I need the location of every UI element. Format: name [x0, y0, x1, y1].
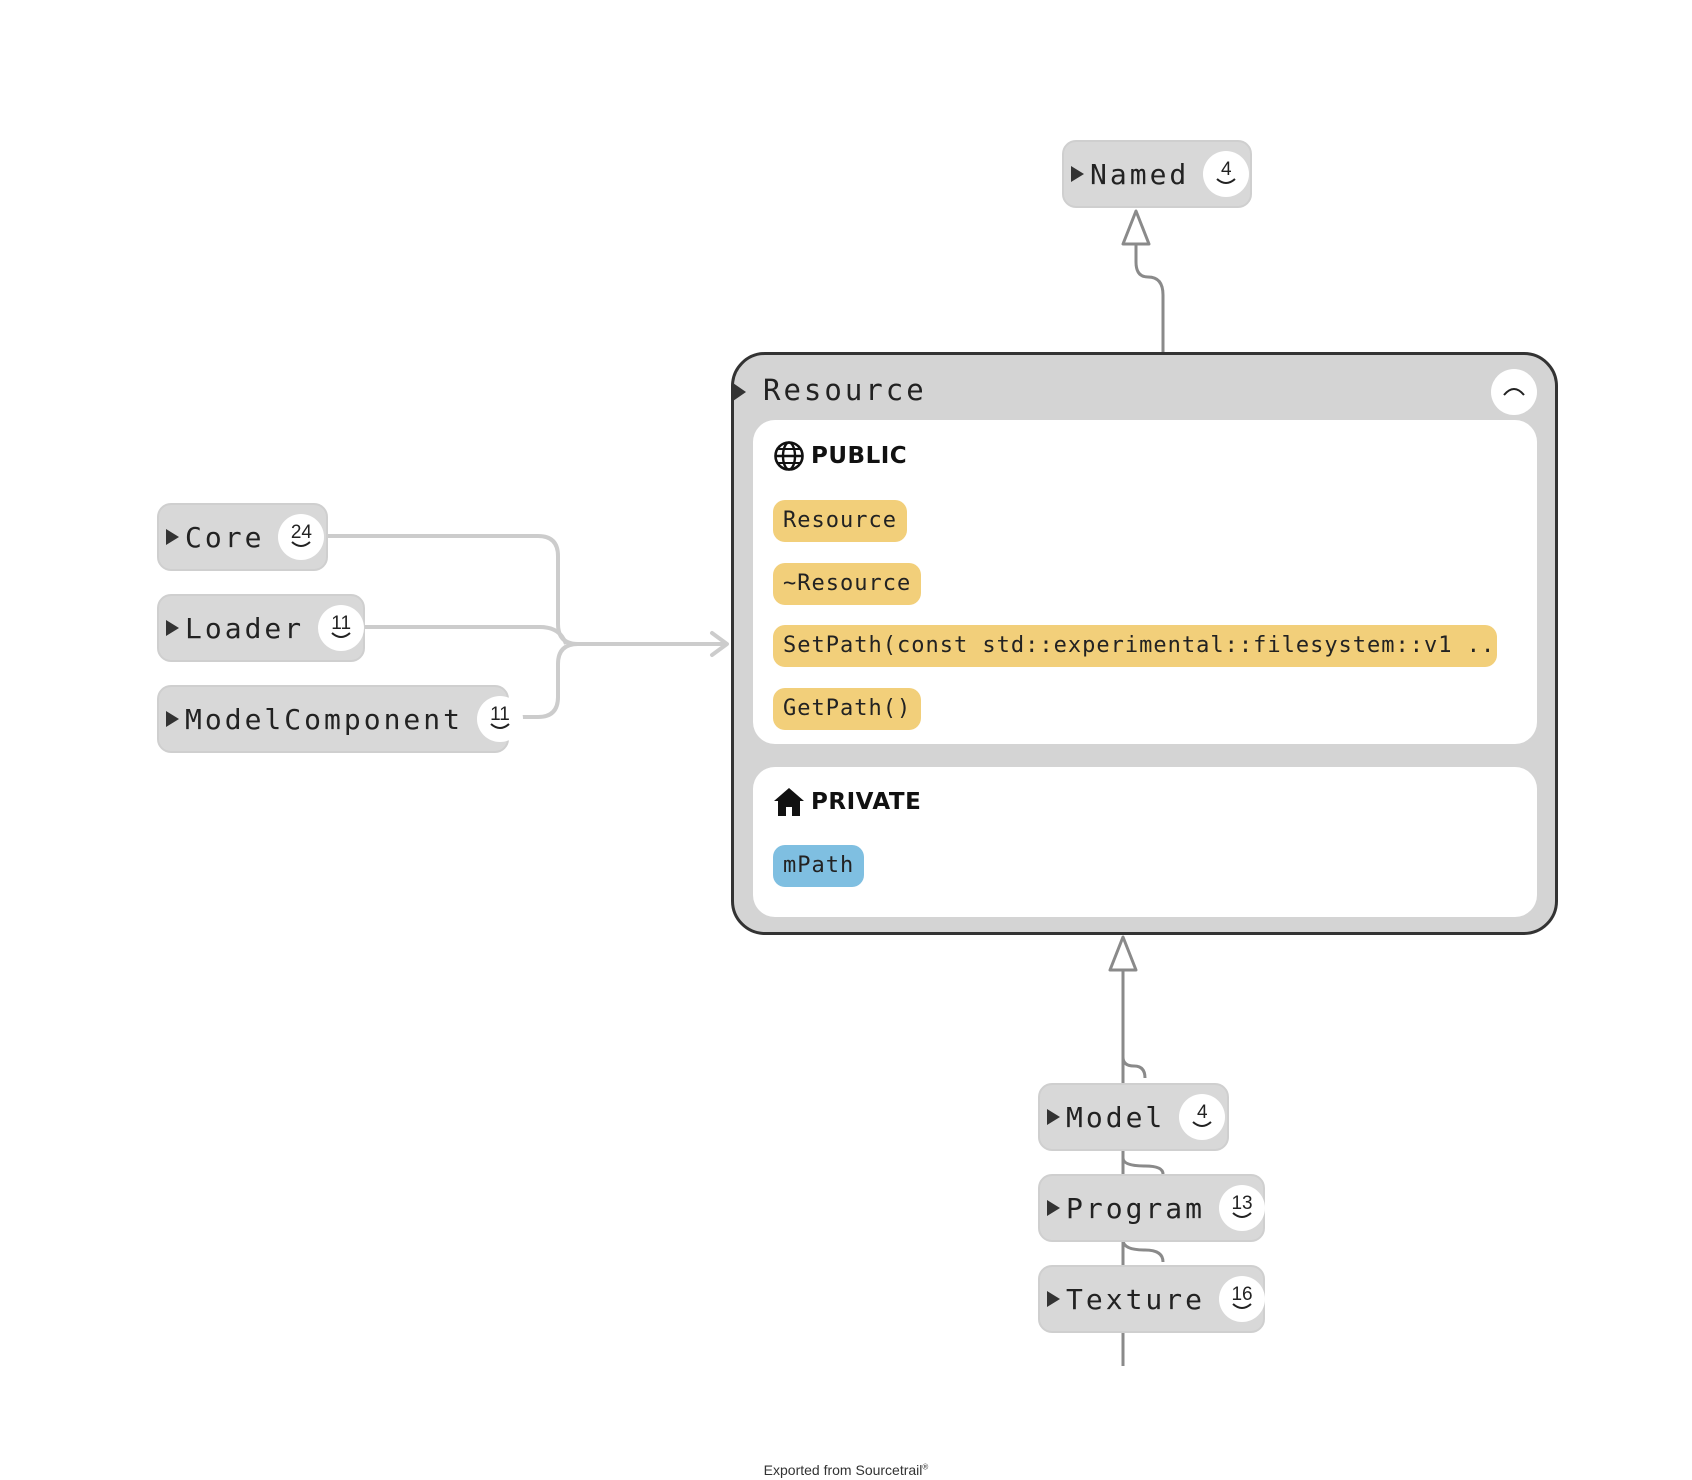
node-program[interactable]: Program 13 — [1038, 1174, 1266, 1242]
count-value: 4 — [1197, 1102, 1208, 1123]
count-badge[interactable]: 24 — [278, 514, 325, 560]
expand-triangle-icon[interactable] — [159, 687, 185, 751]
chevron-down-icon — [1192, 1121, 1212, 1127]
member-setpath[interactable]: SetPath(const std::experimental::filesys… — [773, 625, 1497, 667]
count-badge[interactable]: 4 — [1179, 1094, 1226, 1140]
node-model[interactable]: Model 4 — [1038, 1083, 1229, 1151]
globe-icon — [774, 441, 804, 471]
count-badge[interactable]: 4 — [1203, 151, 1250, 197]
edge-model-branch — [1121, 1056, 1147, 1079]
node-resource[interactable]: Resource PUBLIC Resource ~Resource SetPa… — [731, 352, 1558, 935]
count-badge[interactable]: 11 — [477, 696, 524, 742]
node-named[interactable]: Named 4 — [1062, 140, 1252, 208]
count-value: 4 — [1221, 159, 1232, 180]
node-label: Named — [1090, 157, 1190, 191]
member-mpath[interactable]: mPath — [773, 845, 865, 887]
node-modelcomponent[interactable]: ModelComponent 11 — [157, 685, 524, 753]
footer-text: Exported from Sourcetrail — [763, 1462, 923, 1478]
usage-arrow-head — [710, 631, 729, 657]
inheritance-arrow-resource — [1108, 935, 1138, 972]
node-label: Texture — [1066, 1282, 1206, 1316]
export-footer: Exported from Sourcetrail® — [0, 1462, 1692, 1478]
expand-triangle-icon[interactable] — [1040, 1267, 1066, 1331]
collapse-button[interactable] — [1491, 369, 1537, 415]
public-section: PUBLIC Resource ~Resource SetPath(const … — [753, 420, 1537, 744]
count-value: 16 — [1231, 1284, 1253, 1305]
count-badge[interactable]: 13 — [1219, 1185, 1266, 1231]
node-loader[interactable]: Loader 11 — [157, 594, 365, 662]
count-value: 11 — [331, 613, 352, 634]
chevron-down-icon — [1232, 1303, 1252, 1309]
count-badge[interactable]: 11 — [318, 605, 365, 651]
inheritance-arrow-named — [1121, 209, 1151, 246]
count-value: 13 — [1231, 1193, 1253, 1214]
chevron-down-icon — [490, 723, 510, 729]
chevron-up-icon — [1503, 388, 1525, 396]
expand-triangle-icon[interactable] — [159, 596, 185, 660]
expand-triangle-icon[interactable] — [1040, 1176, 1066, 1240]
member-destructor[interactable]: ~Resource — [773, 563, 922, 605]
node-label: Program — [1066, 1191, 1206, 1225]
chevron-down-icon — [291, 541, 312, 547]
public-label: PUBLIC — [811, 443, 908, 469]
edge-texture-branch — [1121, 1239, 1165, 1263]
chevron-down-icon — [331, 632, 351, 638]
node-label: Model — [1066, 1100, 1166, 1134]
expand-triangle-icon[interactable] — [1040, 1085, 1066, 1149]
count-value: 11 — [490, 704, 510, 725]
edge-resource-named — [1134, 244, 1165, 352]
private-label: PRIVATE — [811, 789, 922, 815]
member-constructor[interactable]: Resource — [773, 500, 907, 542]
node-core[interactable]: Core 24 — [157, 503, 328, 571]
private-heading: PRIVATE — [773, 787, 921, 817]
node-label: Loader — [185, 611, 305, 645]
edge-loader-resource — [364, 625, 568, 645]
resource-title: Resource — [763, 373, 927, 407]
chevron-down-icon — [1232, 1212, 1252, 1218]
node-texture[interactable]: Texture 16 — [1038, 1265, 1266, 1333]
expand-triangle-icon[interactable] — [159, 505, 185, 569]
node-label: Core — [185, 520, 265, 554]
edge-program-branch — [1121, 1157, 1165, 1175]
house-icon — [774, 788, 804, 816]
node-label: ModelComponent — [185, 702, 464, 736]
chevron-down-icon — [1216, 178, 1236, 184]
edge-modelcomponent-resource — [508, 642, 579, 719]
expand-triangle-icon[interactable] — [1064, 142, 1090, 206]
private-section: PRIVATE mPath — [753, 767, 1537, 917]
registered-mark: ® — [922, 1462, 929, 1472]
public-heading: PUBLIC — [773, 440, 907, 472]
count-value: 24 — [290, 522, 312, 543]
collapse-triangle-icon[interactable] — [733, 383, 746, 401]
count-badge[interactable]: 16 — [1219, 1276, 1266, 1322]
member-getpath[interactable]: GetPath() — [773, 688, 922, 730]
